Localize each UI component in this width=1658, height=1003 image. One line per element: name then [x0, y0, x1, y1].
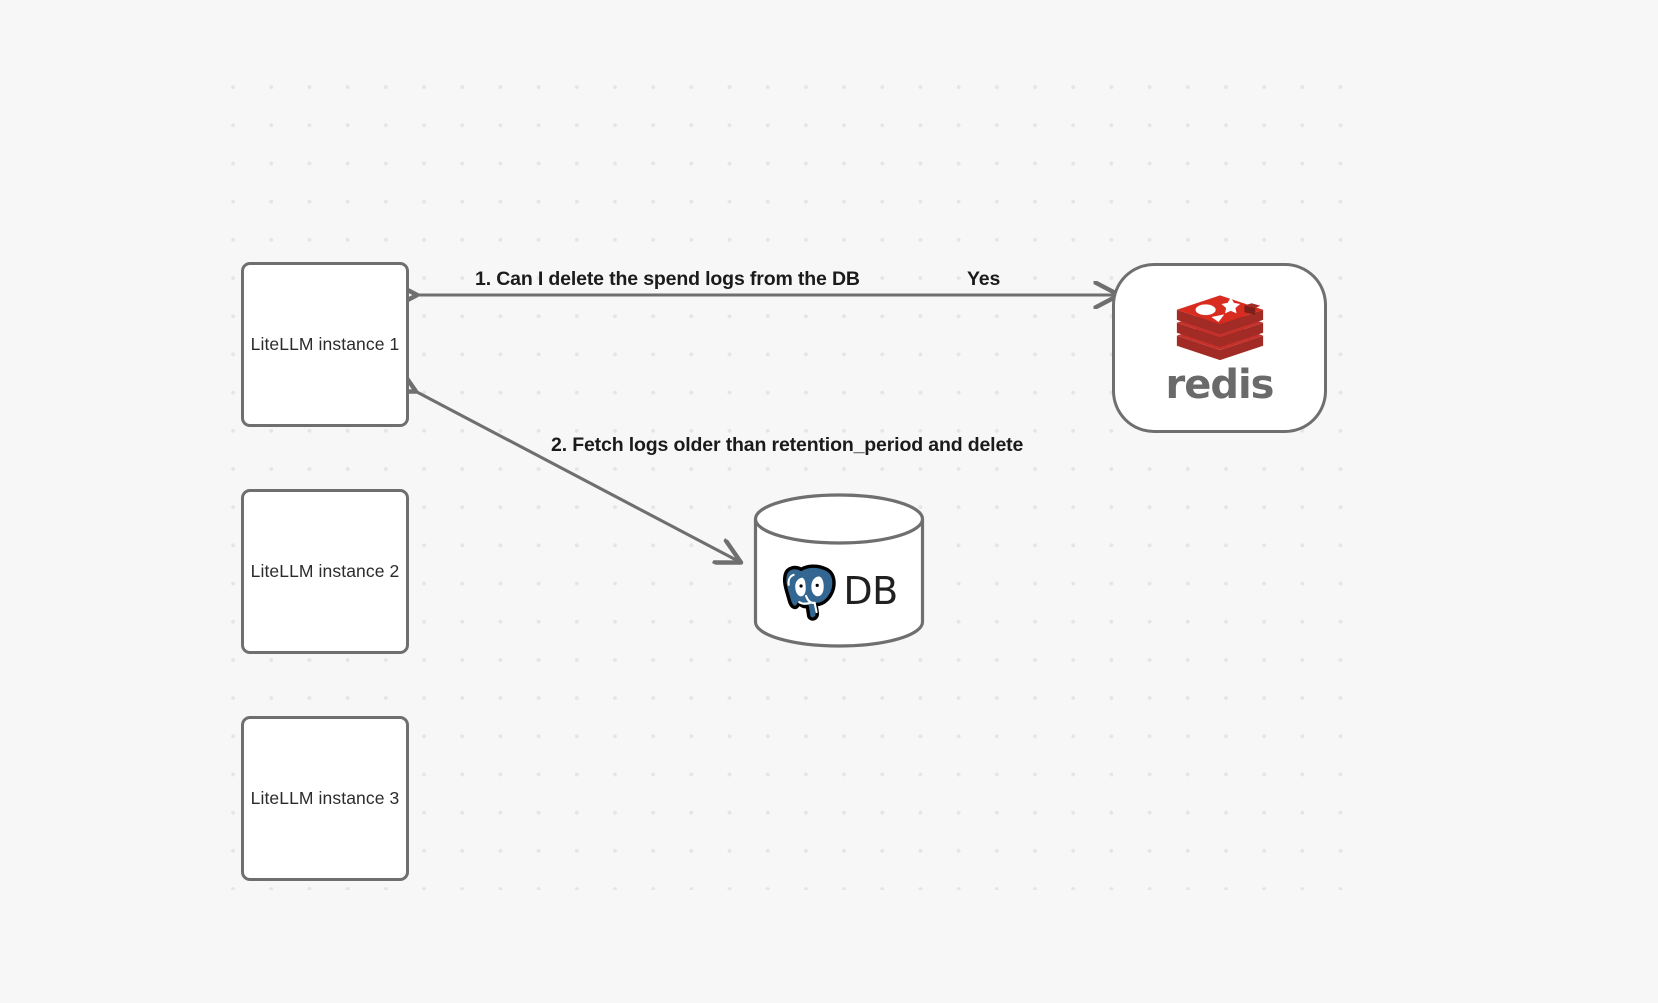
redis-logo-icon: [1176, 295, 1263, 361]
node-database[interactable]: DB: [753, 493, 925, 648]
node-litellm-instance-2[interactable]: LiteLLM instance 2: [241, 489, 409, 654]
node-label: LiteLLM instance 1: [250, 334, 400, 354]
node-litellm-instance-1[interactable]: LiteLLM instance 1: [241, 262, 409, 427]
edge-label-step-1: 1. Can I delete the spend logs from the …: [475, 268, 860, 290]
node-label: LiteLLM instance 3: [250, 788, 400, 808]
node-redis[interactable]: redis: [1112, 263, 1327, 433]
postgresql-elephant-icon: [783, 564, 837, 621]
node-litellm-instance-3[interactable]: LiteLLM instance 3: [241, 716, 409, 881]
database-cylinder-shape: [753, 493, 925, 648]
database-label: DB: [843, 569, 898, 613]
node-label: LiteLLM instance 2: [250, 561, 400, 581]
edge-label-redis-reply: Yes: [967, 268, 1001, 290]
redis-wordmark: redis: [1165, 362, 1274, 408]
edge-label-step-2: 2. Fetch logs older than retention_perio…: [551, 434, 1024, 456]
edge-litellm1-db: [415, 391, 740, 562]
